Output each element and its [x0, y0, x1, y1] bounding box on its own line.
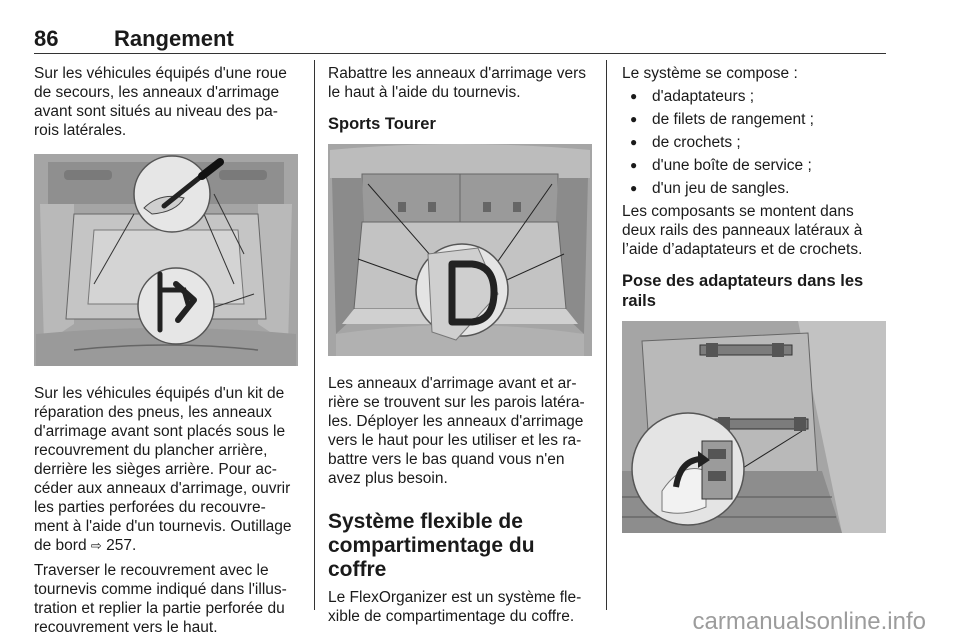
paragraph-fold-up: Rabattre les anneaux d'arrimage vers le … — [328, 65, 586, 101]
column-2: Rabattre les anneaux d'arrimage vers le … — [328, 64, 592, 632]
column-1: Sur les véhicules équipés d'une roue de … — [34, 64, 300, 643]
page-reference-link[interactable]: 257. — [106, 537, 137, 554]
paragraph-system-intro: Le système se compose : — [622, 65, 798, 82]
paragraph-spare-wheel: Sur les véhicules équipés d'une roue de … — [34, 65, 287, 139]
page-reference-icon: ⇨ — [90, 538, 102, 553]
paragraph-screwdriver: Traverser le recouvrement avec le tourne… — [34, 562, 287, 636]
header-divider — [34, 53, 886, 54]
heading-flexible-system: Système flexible de compartimentage du c… — [328, 510, 535, 581]
list-item: de crochets ; — [622, 133, 888, 152]
page-title: Rangement — [114, 26, 234, 51]
column-divider-2 — [606, 60, 607, 610]
paragraph-tyre-kit-text: Sur les véhicules équipés d'un kit de ré… — [34, 385, 292, 554]
column-divider-1 — [314, 60, 315, 610]
list-item: de filets de rangement ; — [622, 110, 888, 129]
rail-adapter-illustration — [622, 321, 886, 533]
watermark: carmanualsonline.info — [692, 608, 926, 635]
sports-tourer-illustration — [328, 144, 592, 356]
heading-sports-tourer: Sports Tourer — [328, 115, 436, 133]
paragraph-mounting: Les composants se montent dans deux rail… — [622, 203, 863, 258]
page-number: 86 — [34, 26, 59, 51]
cargo-floor-illustration — [34, 154, 298, 366]
component-list: d'adaptateurs ; de filets de rangement ;… — [622, 87, 888, 198]
paragraph-flexorganizer: Le FlexOrganizer est un système fle-xibl… — [328, 589, 582, 625]
paragraph-tyre-kit: Sur les véhicules équipés d'un kit de ré… — [34, 384, 300, 555]
heading-rails: Pose des adaptateurs dans les rails — [622, 272, 864, 310]
list-item: d'un jeu de sangles. — [622, 179, 888, 198]
page-header: 86 Rangement — [34, 26, 886, 54]
column-3: Le système se compose : d'adaptateurs ; … — [622, 64, 888, 551]
list-item: d'adaptateurs ; — [622, 87, 888, 106]
list-item: d'une boîte de service ; — [622, 156, 888, 175]
paragraph-sports-tourer: Les anneaux d'arrimage avant et ar-rière… — [328, 375, 585, 487]
